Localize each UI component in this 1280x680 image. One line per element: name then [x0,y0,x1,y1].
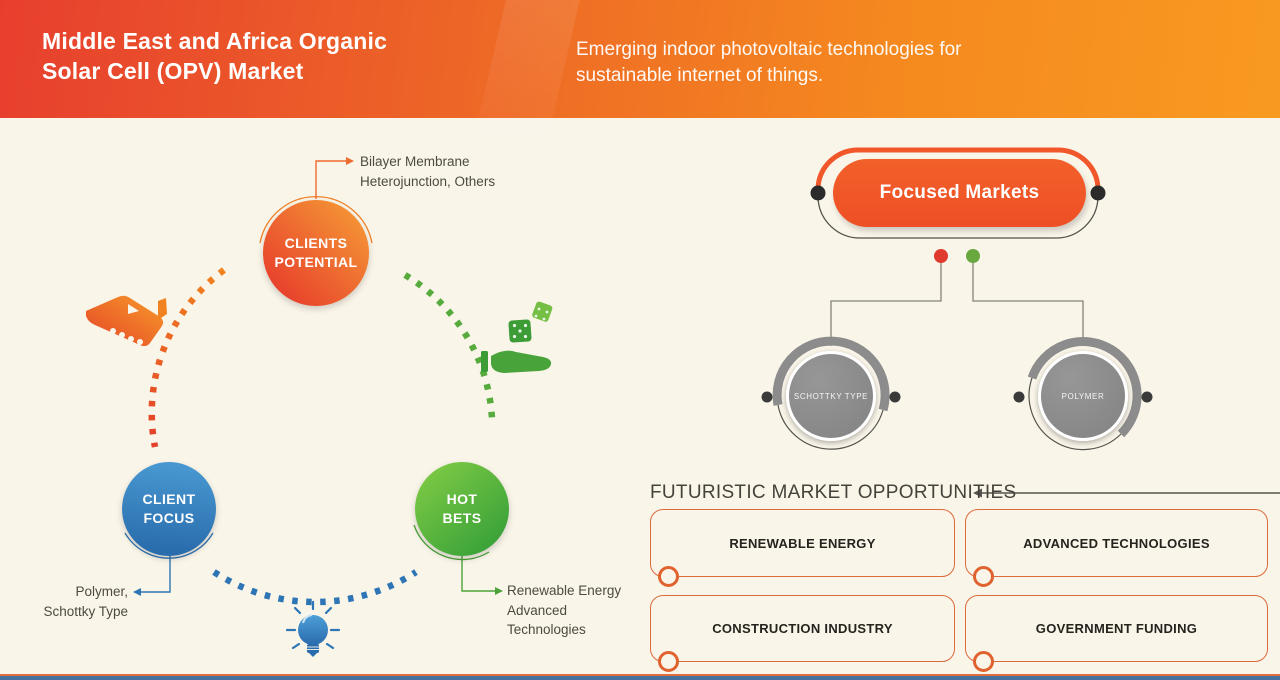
opportunity-label: RENEWABLE ENERGY [729,535,876,551]
lightbulb-icon [285,600,341,657]
handshake-icon [86,295,167,347]
dashed-arc-orange [148,267,226,448]
connector-client-focus [141,556,171,593]
bottom-blue-bar [0,676,1280,680]
page-subtitle: Emerging indoor photovoltaic technologie… [576,39,962,86]
branch-dot-red [934,249,948,263]
connector-hot-bets [461,556,495,592]
node-client-focus: CLIENT FOCUS [122,462,216,556]
opportunity-label: CONSTRUCTION INDUSTRY [712,621,893,636]
dashed-arc-blue [212,569,418,606]
market-node-polymer: POLYMER [1038,351,1128,441]
focused-markets-label: Focused Markets [879,182,1040,203]
opportunity-box-advanced-technologies: ADVANCED TECHNOLOGIES [965,509,1268,587]
opportunity-ring-icon [973,566,994,587]
annotation-client-focus: Polymer, Schottky Type [43,584,128,619]
pill-left-dot [810,185,826,201]
node-client-focus-label: CLIENT FOCUS [142,491,196,526]
pill-right-dot [1090,185,1106,201]
opportunity-ring-icon [658,651,679,672]
node-hot-bets: HOT BETS [415,462,509,556]
arrowhead-hot-bets [495,587,503,595]
opportunity-ring-icon [658,566,679,587]
node-clients-potential: CLIENTS POTENTIAL [263,200,369,306]
polymer-left-dot [1013,391,1025,403]
opportunity-label: ADVANCED TECHNOLOGIES [1023,535,1210,551]
connector-clients-potential [315,160,346,199]
branch-dot-green [966,249,980,263]
market-node-polymer-label: POLYMER [1061,391,1105,401]
schottky-right-dot [889,391,901,403]
opportunity-box-renewable-energy: RENEWABLE ENERGY [650,509,955,587]
focused-markets-pill: Focused Markets [833,159,1086,227]
schottky-left-dot [761,391,773,403]
bottom-orange-line [0,674,1280,676]
node-hot-bets-label: HOT BETS [442,491,482,526]
branch-line-left [830,263,942,346]
opportunity-box-government-funding: GOVERNMENT FUNDING [965,595,1268,672]
opportunity-ring-icon [973,651,994,672]
opportunities-heading: FUTURISTIC MARKET OPPORTUNITIES [650,482,1017,503]
polymer-right-dot [1141,391,1153,403]
header-diagonal-streak [473,0,585,140]
branch-line-right [972,263,1084,346]
annotation-hot-bets: Renewable Energy Advanced Technologies [507,583,622,637]
dice-in-hand-icon [481,301,553,373]
arrowhead-clients-potential [346,157,354,165]
dashed-arc-green [403,272,496,420]
page-title: Middle East and Africa Organic Solar Cel… [42,28,388,84]
market-node-schottky-type: SCHOTTKY TYPE [786,351,876,441]
market-node-schottky-label: SCHOTTKY TYPE [793,391,869,401]
opportunity-label: GOVERNMENT FUNDING [1035,621,1198,636]
node-clients-potential-label: CLIENTS POTENTIAL [274,235,358,270]
annotation-clients-potential: Bilayer Membrane Heterojunction, Others [360,154,496,189]
header-banner: Middle East and Africa Organic Solar Cel… [0,0,1280,140]
opportunity-box-construction-industry: CONSTRUCTION INDUSTRY [650,595,955,672]
arrowhead-client-focus [133,588,141,596]
